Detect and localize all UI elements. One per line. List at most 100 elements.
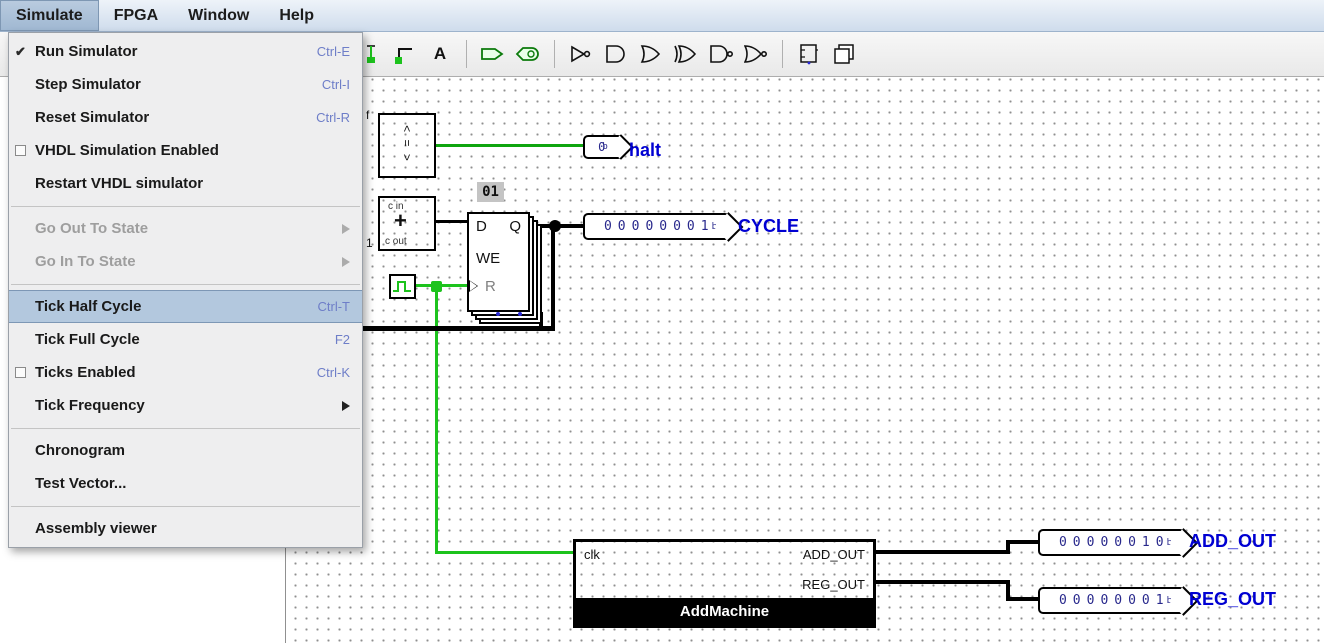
add-wire-tool-icon[interactable] xyxy=(391,39,419,69)
probe-halt-base: b xyxy=(602,142,608,152)
menu-item-restart-vhdl-simulator[interactable]: Restart VHDL simulator xyxy=(9,167,362,200)
menu-item-go-out-to-state: Go Out To State xyxy=(9,212,362,245)
checkbox-checked-icon: ✔ xyxy=(15,43,26,59)
menu-item-assembly-viewer[interactable]: Assembly viewer xyxy=(9,512,362,545)
flipflop-icon[interactable] xyxy=(795,39,823,69)
checkbox-spacer xyxy=(15,467,35,500)
menu-shortcut: F2 xyxy=(334,332,350,347)
flipflop-r-label: R xyxy=(485,278,496,295)
menu-item-label: VHDL Simulation Enabled xyxy=(35,142,219,159)
bus-addout-3[interactable] xyxy=(1006,540,1040,544)
menu-item-label: Step Simulator xyxy=(35,76,141,93)
checkbox-spacer xyxy=(15,245,35,278)
input-pin-icon[interactable] xyxy=(479,39,507,69)
xor-gate-icon[interactable] xyxy=(672,39,700,69)
addmachine-component[interactable]: clk ADD_OUT REG_OUT AddMachine xyxy=(573,539,876,628)
wire-clock-to-addmachine[interactable] xyxy=(435,551,575,554)
checkbox-spacer xyxy=(15,101,35,134)
menu-item-go-in-to-state: Go In To State xyxy=(9,245,362,278)
wire-clock-to-ff[interactable] xyxy=(415,284,469,287)
wire-clock-vertical[interactable] xyxy=(435,285,438,554)
wiring-tool-icon[interactable] xyxy=(356,39,384,69)
toolbar-separator xyxy=(554,40,555,68)
text-tool-icon[interactable]: A xyxy=(426,39,454,69)
not-gate-icon[interactable] xyxy=(567,39,595,69)
menu-help[interactable]: Help xyxy=(279,6,314,24)
register-value-box: 01 xyxy=(477,182,504,202)
bus-addout-1[interactable] xyxy=(875,550,1010,554)
menu-item-label: Reset Simulator xyxy=(35,109,150,126)
checkbox-spacer xyxy=(15,389,35,422)
comparator-symbols: < = > xyxy=(399,125,414,163)
probe-reg-out-base: b xyxy=(1166,595,1173,606)
menu-simulate[interactable]: Simulate xyxy=(0,0,99,31)
bus-regout-3[interactable] xyxy=(1006,597,1040,601)
menu-item-tick-frequency[interactable]: Tick Frequency xyxy=(9,389,362,422)
probe-cycle-value: 00000001 xyxy=(603,219,715,234)
flipflop-component[interactable]: D Q WE R xyxy=(467,212,530,312)
menu-item-label: Chronogram xyxy=(35,442,125,459)
nor-gate-icon[interactable] xyxy=(742,39,770,69)
menu-item-chronogram[interactable]: Chronogram xyxy=(9,434,362,467)
menu-item-step-simulator[interactable]: Step Simulator Ctrl-I xyxy=(9,68,362,101)
menu-separator xyxy=(9,500,362,512)
wire-junction-green xyxy=(431,281,442,292)
checkbox-spacer xyxy=(15,323,35,356)
menubar: Simulate FPGA Window Help xyxy=(0,0,1324,32)
menu-item-label: Assembly viewer xyxy=(35,520,157,537)
probe-halt-value: 0 xyxy=(598,140,606,154)
wire-adder-to-d[interactable] xyxy=(435,220,467,223)
addmachine-title: AddMachine xyxy=(576,598,873,625)
addmachine-clk-label: clk xyxy=(584,547,600,562)
menu-shortcut: Ctrl-I xyxy=(321,77,350,92)
menu-shortcut: Ctrl-R xyxy=(316,110,350,125)
output-pin-icon[interactable] xyxy=(514,39,542,69)
menu-item-tick-half-cycle[interactable]: Tick Half Cycle Ctrl-T xyxy=(9,290,362,323)
flipflop-clock-triangle-icon xyxy=(469,280,478,292)
comparator-component[interactable]: < = > xyxy=(378,113,436,178)
checkbox-spacer xyxy=(15,512,35,545)
menu-window[interactable]: Window xyxy=(188,6,250,24)
menu-shortcut: Ctrl-K xyxy=(316,365,350,380)
clock-component[interactable] xyxy=(389,274,416,299)
menu-item-vhdl-simulation-enabled[interactable]: VHDL Simulation Enabled xyxy=(9,134,362,167)
bus-regout-2[interactable] xyxy=(1006,580,1010,601)
register-icon[interactable] xyxy=(830,39,858,69)
bus-feedback-horizontal[interactable] xyxy=(363,326,555,331)
and-gate-icon[interactable] xyxy=(602,39,630,69)
probe-cycle-base: b xyxy=(711,221,718,232)
menu-item-test-vector[interactable]: Test Vector... xyxy=(9,467,362,500)
adder-input-label: 1 xyxy=(366,236,373,250)
checkbox-unchecked-icon xyxy=(15,134,35,167)
checkbox-unchecked-icon xyxy=(15,356,35,389)
adder-component[interactable]: c in + c out xyxy=(378,196,436,251)
probe-add-out-value: 00000010 xyxy=(1058,535,1170,550)
menu-item-tick-full-cycle[interactable]: Tick Full Cycle F2 xyxy=(9,323,362,356)
bus-addout-2[interactable] xyxy=(1006,540,1010,554)
submenu-arrow-icon xyxy=(342,256,350,267)
bus-feedback-vertical[interactable] xyxy=(551,224,555,330)
menu-item-label: Tick Half Cycle xyxy=(35,298,142,315)
menu-fpga[interactable]: FPGA xyxy=(113,6,159,24)
wire-halt[interactable] xyxy=(435,144,583,147)
bus-junction xyxy=(549,220,561,232)
or-gate-icon[interactable] xyxy=(637,39,665,69)
menu-item-run-simulator[interactable]: ✔ Run Simulator Ctrl-E xyxy=(9,35,362,68)
menu-item-label: Go In To State xyxy=(35,253,136,270)
adder-carry-out-label: c out xyxy=(385,236,407,247)
submenu-arrow-icon xyxy=(342,400,350,411)
comparator-label: f xyxy=(366,108,370,122)
bus-regout-1[interactable] xyxy=(875,580,1010,584)
menu-item-ticks-enabled[interactable]: Ticks Enabled Ctrl-K xyxy=(9,356,362,389)
nand-gate-icon[interactable] xyxy=(707,39,735,69)
text-tool-label: A xyxy=(433,44,447,63)
menu-item-reset-simulator[interactable]: Reset Simulator Ctrl-R xyxy=(9,101,362,134)
checkbox-spacer xyxy=(15,434,35,467)
menu-separator xyxy=(9,422,362,434)
flipflop-q-label: Q xyxy=(509,218,521,235)
checkbox-spacer xyxy=(15,291,35,322)
